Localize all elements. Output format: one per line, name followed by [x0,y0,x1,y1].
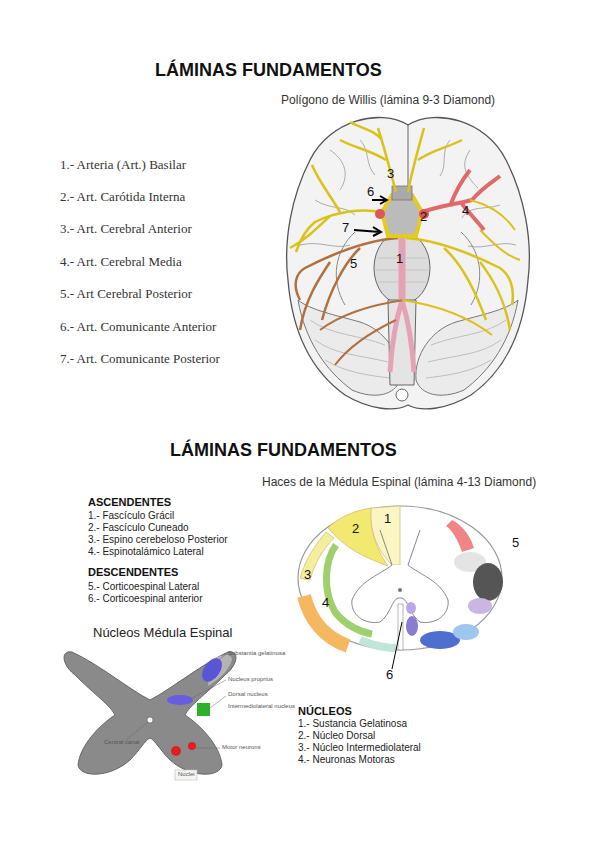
spinal-cord-section-part [473,563,503,601]
list-item: 2.- Art. Carótida Interna [60,190,185,205]
structure-label: Substantia gelatinosa [228,650,285,657]
brain-illustration-part [354,227,381,236]
spinal-cord-section-part [453,624,479,640]
brain-illustration-part [470,200,520,260]
gray-matter-nuclei-part [197,703,210,716]
list-item: 3.- Espino cerebeloso Posterior [88,534,228,546]
brain-illustration-part [390,300,414,372]
callout-number: 5 [350,257,357,272]
spinal-cord-section-part [304,596,348,646]
list-item: 3.- Núcleo Intermediolateral [298,742,421,754]
section-heading: NÚCLEOS [298,705,352,718]
gray-matter-nuclei-part [167,695,193,705]
callout-number: 4 [462,204,469,219]
spinal-cord-section-part [392,622,402,669]
spinal-cord-section-part [360,640,396,648]
gray-matter-nuclei-part [171,746,181,756]
callout-number: 1 [384,512,391,527]
brain-illustration-part [296,238,398,330]
list-item: 1.- Fascículo Grácil [88,510,174,522]
spinal-cord-section [298,506,503,669]
callout-number: 6 [367,185,374,200]
plate-title: Haces de la Médula Espinal (lámina 4-13 … [262,476,536,490]
brain-illustration-part [320,300,404,365]
structure-label: Nucleus proprius [228,676,273,683]
spinal-cord-section-part [328,508,388,566]
brain-illustration-part [399,234,406,302]
callout-number: 3 [304,568,311,583]
spinal-cord-section-part [406,616,418,636]
list-item: 4.- Art. Cerebral Media [60,255,182,270]
list-item: 4.- Espinotalámico Lateral [88,546,204,558]
callout-number: 1 [396,252,403,267]
structure-label: Central canal [104,739,139,746]
gray-matter-nuclei-part [198,655,226,685]
callout-number: 2 [420,210,427,225]
callout-number: 7 [342,221,349,236]
callout-number: 2 [352,522,359,537]
brain-illustration-part [422,170,500,230]
brain-illustration-part [402,300,492,335]
spinal-cord-section-part [468,598,492,614]
gray-matter-nuclei-part [188,742,196,750]
structure-label: Motor neurons [222,744,261,751]
brain-illustration-part [336,232,479,305]
spinal-cord-section-part [380,530,420,565]
spinal-cord-section-part [398,588,402,592]
plate-title: Núcleos Médula Espinal [93,626,232,641]
brain-illustration-part [372,196,387,204]
callout-number: 5 [512,536,519,551]
brain-illustration-part [287,118,530,409]
spinal-cord-section-part [298,506,502,650]
list-item: 1.- Sustancia Gelatinosa [298,718,407,730]
spinal-cord-section-part [406,602,416,614]
list-item: 3.- Art. Cerebral Anterior [60,222,192,237]
gray-matter-nuclei-part [126,654,226,748]
gray-matter-nuclei-part [64,652,236,774]
brain-illustration-part [388,300,416,385]
list-item: 2.- Fascículo Cuneado [88,522,189,534]
callout-number: 3 [387,167,394,182]
callout-number: 4 [322,596,329,611]
spinal-cord-section-part [446,520,474,552]
brain-illustration-part [408,125,409,192]
brain-illustration-part [396,389,408,401]
brain-illustration-part [416,300,518,395]
brain-illustration-part [382,195,422,236]
brain-illustration-part [340,122,462,192]
list-item: 6.- Corticoespinal anterior [88,593,203,605]
list-item: 5.- Corticoespinal Lateral [88,581,199,593]
section-heading: DESCENDENTES [88,566,178,579]
list-item: 4.- Neuronas Motoras [298,754,395,766]
gray-matter-nuclei-part [175,770,197,780]
page-heading: LÁMINAS FUNDAMENTOS [170,440,397,461]
list-item: 1.- Arteria (Art.) Basilar [60,158,186,173]
structure-label: Dorsal nucleus [228,691,268,698]
brain-illustration-part [374,232,430,304]
structure-label: Intermediolateral nucleus [228,703,295,710]
brain-illustration-part [290,165,382,252]
list-item: 2.- Núcleo Dorsal [298,730,375,742]
list-item: 6.- Art. Comunicante Anterior [60,320,216,335]
page-heading: LÁMINAS FUNDAMENTOS [155,60,382,81]
section-heading: ASCENDENTES [88,496,171,509]
callout-number: 6 [386,668,393,683]
plate-title: Polígono de Willis (lámina 9-3 Diamond) [281,94,495,108]
brain-illustration [287,118,530,409]
list-item: 5.- Art Cerebral Posterior [60,287,192,302]
gray-matter-nuclei [64,652,236,780]
figure-caption: Nuclei [178,771,195,778]
brain-illustration-part [300,140,516,247]
list-item: 7.- Art. Comunicante Posterior [60,352,220,367]
brain-illustration-part [375,209,385,219]
